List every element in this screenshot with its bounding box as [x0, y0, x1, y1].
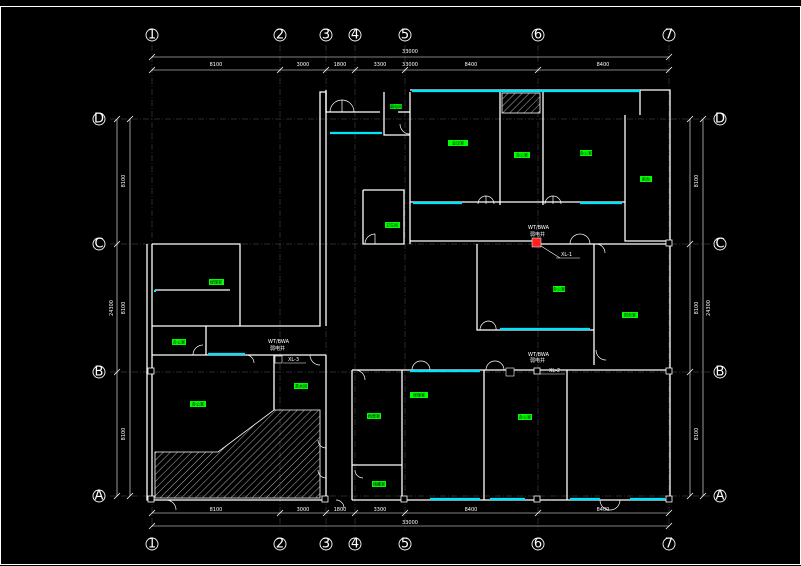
drawing-frame	[0, 6, 801, 565]
axis-label-bottom-1: 1	[148, 537, 156, 552]
axis-label-right-A: A	[716, 489, 725, 504]
dimension-texts-bottom: 8100 3000 1800 3300 8400 8400 33000	[210, 507, 610, 526]
dim-bottom-3: 1800	[334, 507, 347, 513]
dimension-ticks	[113, 53, 707, 530]
room-tag-4: 办公室	[580, 150, 592, 156]
room-tag-1: 弱电间	[390, 103, 402, 109]
dimension-texts-left: 8100 8100 8100 24300	[109, 175, 127, 441]
dim-bottom-total: 33000	[402, 520, 418, 526]
axis-label-left-A: A	[95, 489, 104, 504]
dim-top-total-2: 33000	[402, 62, 418, 68]
dim-left-2: 8100	[121, 302, 127, 315]
room-tag-3: 办公室	[516, 152, 528, 158]
doors	[165, 99, 621, 511]
dimension-texts-right: 8100 8100 8100 24300	[694, 175, 712, 441]
room-tag-15: 办公室	[519, 414, 531, 420]
axis-bubbles-top	[145, 28, 676, 42]
axis-bubbles-bottom	[145, 537, 676, 551]
dim-top-6: 8400	[597, 62, 610, 68]
axis-label-bottom-5: 5	[401, 537, 409, 552]
dim-bottom-1: 8100	[210, 507, 223, 513]
room-tag-2: 会议室	[452, 140, 464, 146]
riser-label-2: WT/BWA	[528, 352, 550, 358]
axis-label-top-7: 7	[665, 28, 673, 43]
dim-right-3: 8100	[694, 428, 700, 441]
dim-right-2: 8100	[694, 302, 700, 315]
hatched-shaft	[501, 92, 541, 114]
axis-label-bottom-6: 6	[534, 537, 542, 552]
axis-labels: 1 2 3 4 5 6 7 1 2 3 4 5 6 7 D C B A D C …	[94, 28, 725, 552]
axis-label-right-B: B	[716, 365, 725, 380]
dim-right-total: 24300	[706, 300, 712, 316]
dim-top-total: 33000	[402, 49, 418, 55]
dim-bottom-4: 3300	[374, 507, 387, 513]
room-tag-10: 办公室	[173, 339, 185, 345]
dim-left-3: 8100	[121, 428, 127, 441]
room-tag-11: 茶水间	[295, 383, 307, 389]
riser-sub-label-1: 弱电井	[530, 231, 545, 238]
dim-bottom-5: 8400	[465, 507, 478, 513]
windows	[154, 89, 665, 501]
room-tags: 弱电间 会议室 办公室 办公室 前台 卫生间 经理室 办公室 财务室 办公室 茶…	[172, 103, 652, 487]
riser-sub-label-3: 弱电井	[270, 345, 285, 352]
structural-columns	[147, 239, 673, 503]
riser-sub-label-2: 弱电井	[530, 357, 545, 364]
axis-label-top-6: 6	[534, 28, 542, 43]
riser-label-1: WT/BWA	[528, 225, 550, 231]
xl1-label: XL-1	[561, 252, 572, 258]
xl3-label: XL-3	[288, 357, 299, 363]
room-tag-12: 经理室	[413, 392, 425, 398]
room-tag-16: 储藏室	[373, 481, 385, 487]
axis-label-right-D: D	[715, 112, 725, 127]
axis-label-top-1: 1	[148, 28, 156, 43]
riser-annotations: WT/BWA 弱电井 XL-1 WT/BWA 弱电井 XL-2 WT/BWA 弱…	[268, 225, 580, 377]
room-tag-6: 卫生间	[386, 222, 398, 228]
dim-left-total: 24300	[109, 300, 115, 316]
room-tag-5: 前台	[642, 176, 650, 182]
room-tag-14: 档案室	[368, 413, 380, 419]
dim-top-3: 1800	[334, 62, 347, 68]
dim-right-1: 8100	[694, 175, 700, 188]
dim-top-1: 8100	[210, 62, 223, 68]
dim-bottom-2: 3000	[297, 507, 310, 513]
room-tag-8: 办公室	[553, 286, 565, 292]
axis-label-left-D: D	[94, 112, 104, 127]
dimension-lines	[116, 56, 704, 527]
hatched-area	[154, 409, 321, 499]
dim-top-5: 8400	[465, 62, 478, 68]
axis-label-top-2: 2	[276, 28, 284, 43]
axis-label-top-3: 3	[322, 28, 330, 43]
room-tag-9: 财务室	[624, 312, 636, 318]
xl2-label: XL-2	[549, 368, 560, 374]
axis-label-top-4: 4	[351, 28, 359, 43]
axis-label-left-B: B	[95, 365, 104, 380]
axis-bubbles-right	[713, 112, 727, 503]
axis-label-bottom-3: 3	[322, 537, 330, 552]
room-tag-13: 办公室	[192, 401, 204, 407]
axis-bubbles-left	[92, 112, 106, 503]
room-tag-7: 经理室	[210, 279, 222, 285]
axis-label-left-C: C	[94, 237, 103, 252]
dim-bottom-6: 8400	[597, 507, 610, 513]
axis-label-bottom-2: 2	[276, 537, 284, 552]
axis-label-bottom-7: 7	[665, 537, 673, 552]
axis-label-top-5: 5	[401, 28, 409, 43]
dim-top-4: 3300	[374, 62, 387, 68]
riser-label-3: WT/BWA	[268, 339, 290, 345]
axis-label-bottom-4: 4	[351, 537, 359, 552]
dim-left-1: 8100	[121, 175, 127, 188]
dim-top-2: 3000	[297, 62, 310, 68]
dimension-texts-top: 8100 3000 1800 3300 8400 8400 33000 3300…	[210, 49, 610, 68]
axis-label-right-C: C	[715, 237, 724, 252]
